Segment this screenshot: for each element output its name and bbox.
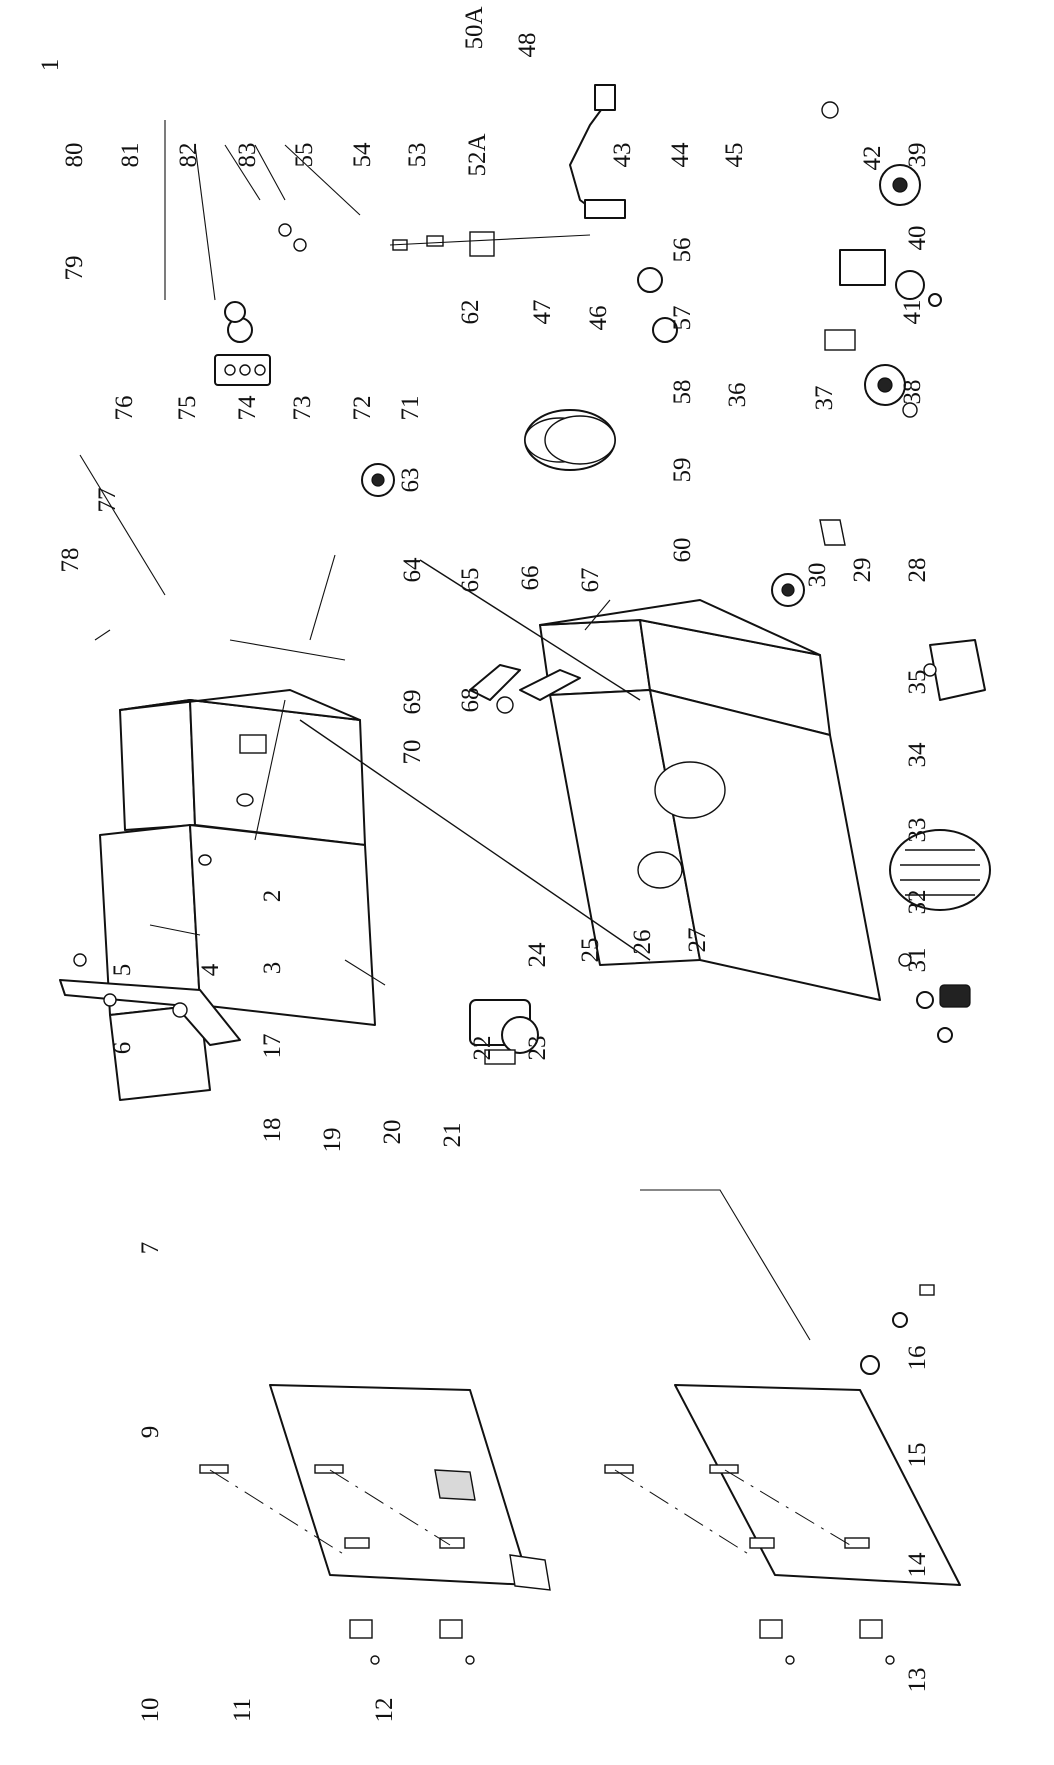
- lever-handle: [569, 84, 678, 343]
- callout-29: 29: [849, 558, 876, 583]
- callout-38: 38: [899, 380, 926, 405]
- callout-19: 19: [319, 1128, 346, 1153]
- callout-41: 41: [899, 300, 926, 325]
- callout-34: 34: [904, 742, 931, 768]
- callout-23: 23: [524, 1036, 551, 1061]
- callout-55: 55: [291, 143, 318, 168]
- callout-31: 31: [904, 948, 931, 973]
- callout-17: 17: [259, 1034, 286, 1059]
- callout-82: 82: [175, 143, 202, 168]
- link-plate: [469, 664, 581, 714]
- callout-65: 65: [457, 568, 484, 593]
- lower-door-panel: [604, 1189, 961, 1586]
- callout-67: 67: [577, 568, 604, 593]
- callout-53: 53: [404, 143, 431, 168]
- callout-40: 40: [904, 226, 931, 251]
- callout-7: 7: [137, 1242, 164, 1255]
- callout-50A: 50A: [461, 6, 488, 49]
- callout-21: 21: [439, 1123, 466, 1148]
- callout-69: 69: [399, 690, 426, 715]
- callout-32: 32: [904, 890, 931, 915]
- callout-30: 30: [804, 563, 831, 588]
- callout-27: 27: [684, 928, 711, 953]
- wheel-bearings: [821, 101, 942, 418]
- callout-20: 20: [379, 1120, 406, 1145]
- callout-57: 57: [669, 306, 696, 331]
- callout-59: 59: [669, 458, 696, 483]
- callout-12: 12: [371, 1698, 398, 1723]
- callout-22: 22: [469, 1036, 496, 1061]
- vent-grille: [889, 829, 991, 911]
- callout-2: 2: [259, 890, 286, 903]
- callout-64: 64: [399, 557, 426, 583]
- callout-43: 43: [609, 143, 636, 168]
- callout-6: 6: [109, 1042, 136, 1055]
- handle-arm: [59, 953, 241, 1046]
- callout-68: 68: [457, 688, 484, 713]
- callout-58: 58: [669, 380, 696, 405]
- callout-25: 25: [577, 938, 604, 963]
- callout-79: 79: [61, 256, 88, 281]
- callout-37: 37: [811, 386, 838, 411]
- callout-14: 14: [904, 1552, 931, 1578]
- motor-assembly: [469, 999, 539, 1065]
- callout-1: 1: [37, 59, 64, 72]
- main-frame: [99, 559, 881, 1101]
- callout-4: 4: [197, 963, 224, 976]
- callout-3: 3: [259, 962, 286, 975]
- callout-45: 45: [721, 143, 748, 168]
- callout-33: 33: [904, 818, 931, 843]
- callout-73: 73: [289, 396, 316, 421]
- callout-18: 18: [259, 1118, 286, 1143]
- callout-11: 11: [229, 1698, 256, 1722]
- upper-door-panel: [199, 1384, 551, 1591]
- callout-36: 36: [724, 383, 751, 408]
- callout-5: 5: [109, 964, 136, 977]
- callout-9: 9: [137, 1426, 164, 1439]
- callout-75: 75: [174, 396, 201, 421]
- callout-83: 83: [234, 143, 261, 168]
- callout-76: 76: [111, 396, 138, 421]
- callout-26: 26: [629, 930, 656, 955]
- gear-nuts: [361, 463, 846, 607]
- callout-10: 10: [137, 1698, 164, 1723]
- callout-71: 71: [397, 396, 424, 421]
- housing-drum: [524, 409, 616, 471]
- callout-81: 81: [117, 143, 144, 168]
- callout-70: 70: [399, 740, 426, 765]
- callout-13: 13: [904, 1668, 931, 1693]
- callout-labels: 1 2 3 4 5 6 7 9 10 11 12 13 14 15 16 17 …: [37, 6, 931, 1722]
- callout-62: 62: [457, 300, 484, 325]
- callout-63: 63: [397, 468, 424, 493]
- callout-44: 44: [667, 142, 694, 168]
- callout-16: 16: [904, 1346, 931, 1371]
- callout-24: 24: [524, 942, 551, 968]
- callout-15: 15: [904, 1443, 931, 1468]
- clamp-bracket: [923, 639, 986, 701]
- callout-74: 74: [234, 395, 261, 421]
- callout-60: 60: [669, 538, 696, 563]
- callout-47: 47: [529, 300, 556, 325]
- callout-66: 66: [517, 566, 544, 591]
- callout-35: 35: [904, 670, 931, 695]
- callout-48: 48: [514, 33, 541, 58]
- callout-46: 46: [585, 306, 612, 331]
- fitting-group: [214, 223, 307, 386]
- washer-stack: [389, 231, 591, 257]
- callout-80: 80: [61, 143, 88, 168]
- fasteners: [349, 1284, 935, 1665]
- callout-leaders: [79, 120, 611, 986]
- callout-77: 77: [94, 488, 121, 513]
- callout-54: 54: [349, 142, 376, 168]
- callout-39: 39: [904, 143, 931, 168]
- callout-56: 56: [669, 238, 696, 263]
- callout-28: 28: [904, 558, 931, 583]
- callout-42: 42: [859, 146, 886, 171]
- callout-78: 78: [57, 548, 84, 573]
- knob-assembly: [898, 953, 971, 1043]
- callout-72: 72: [349, 396, 376, 421]
- callout-52A: 52A: [464, 133, 491, 176]
